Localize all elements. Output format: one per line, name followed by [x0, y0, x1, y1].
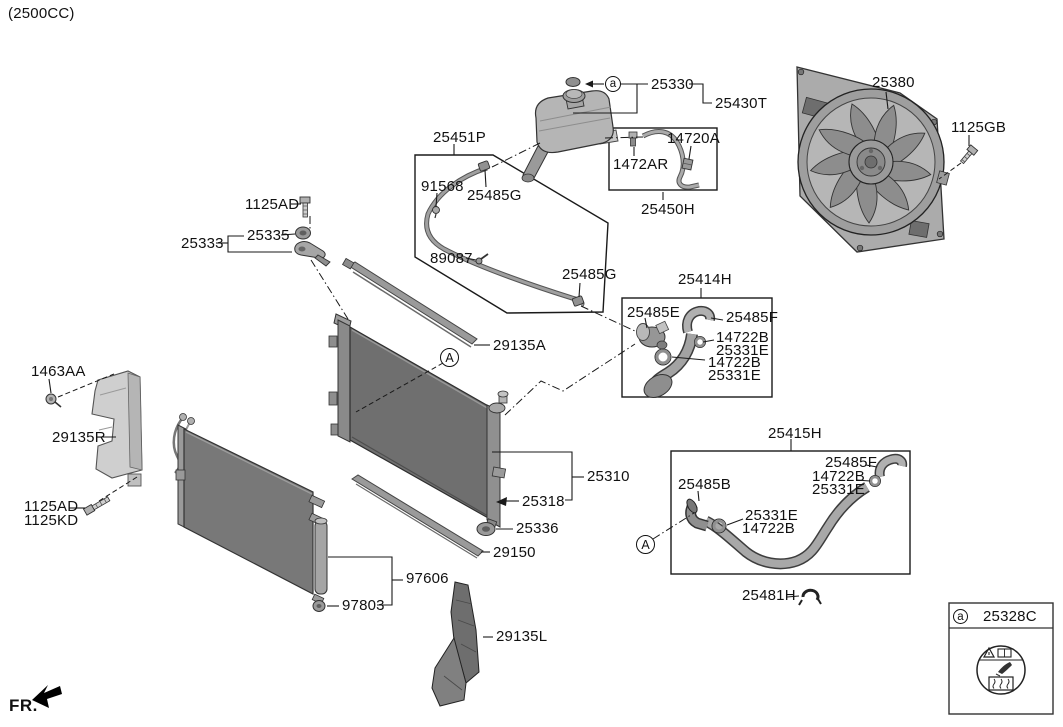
screw-1463aa	[45, 393, 62, 408]
part-label-29135l: 29135L	[496, 628, 548, 645]
leader-arrowheads	[496, 80, 593, 506]
seal-strip-29135a	[341, 257, 478, 348]
part-label-25485f-a: 25485F	[726, 309, 779, 326]
part-label-25450h: 25450H	[641, 201, 695, 218]
callout-A-hose: A	[636, 535, 655, 554]
reference-lines	[57, 136, 962, 540]
part-label-29150: 29150	[493, 544, 536, 561]
callout-a-legend: a	[953, 609, 968, 624]
leader-lines	[48, 83, 970, 638]
part-label-14722b-b2: 14722B	[742, 520, 795, 537]
detail-boxes	[414, 127, 911, 575]
clamp-14720a	[681, 157, 694, 171]
part-label-25336: 25336	[516, 520, 559, 537]
grommet-97803	[312, 600, 326, 612]
front-marker-label: FR.	[9, 696, 38, 715]
part-label-1125ad-left: 1125AD	[24, 498, 79, 515]
part-label-25485g-a: 25485G	[467, 187, 522, 204]
part-label-25415h: 25415H	[768, 425, 822, 442]
bolt-1125ad-left	[82, 496, 111, 516]
part-label-89087: 89087	[430, 250, 473, 267]
legend-box	[948, 602, 1054, 715]
part-label-25485b: 25485B	[678, 476, 731, 493]
fitting-1472ar	[628, 131, 638, 147]
part-label-97606: 97606	[406, 570, 449, 587]
air-guard-29135r	[91, 370, 143, 487]
part-label-91568: 91568	[421, 178, 464, 195]
bolt-1125ad-top	[299, 196, 311, 218]
box-25450h	[608, 127, 718, 191]
bolt-1125gb	[959, 144, 979, 165]
grommet-25335	[295, 226, 311, 240]
fan-assembly-25380	[796, 66, 950, 253]
front-direction-arrow	[32, 685, 62, 708]
box-25451p	[414, 154, 609, 314]
reservoir-tank-25430t	[521, 77, 619, 183]
engine-variant-title: (2500CC)	[8, 5, 75, 22]
part-label-1463aa: 1463AA	[31, 363, 86, 380]
callout-a-top: a	[605, 76, 621, 92]
box-25415h	[670, 450, 911, 575]
clip-25481h	[798, 588, 822, 606]
part-label-25481h: 25481H	[742, 587, 796, 604]
part-label-25485e: 25485E	[627, 304, 680, 321]
part-label-25333: 25333	[181, 235, 224, 252]
part-label-25414h: 25414H	[678, 271, 732, 288]
part-label-97803: 97803	[342, 597, 385, 614]
part-label-1125gb: 1125GB	[951, 119, 1007, 136]
part-label-14722b-a1: 14722B	[716, 329, 769, 346]
part-label-29135r: 29135R	[52, 429, 106, 446]
part-label-1125ad-top: 1125AD	[245, 196, 300, 213]
part-label-1472ar: 1472AR	[613, 156, 669, 173]
seal-strip-29150	[351, 474, 484, 559]
part-label-14720a: 14720A	[667, 130, 720, 147]
part-label-25310: 25310	[587, 468, 630, 485]
part-label-25485f-b: 25485F	[825, 454, 878, 471]
part-label-25331e-a1: 25331E	[716, 342, 769, 359]
bracket-25333	[294, 241, 331, 267]
part-label-25430t: 25430T	[715, 95, 768, 112]
part-label-14722b-a2: 14722B	[708, 354, 761, 371]
part-label-25335: 25335	[247, 227, 290, 244]
air-guard-29135l	[431, 581, 480, 707]
screw-89087	[475, 253, 489, 265]
part-label-25331e-a2: 25331E	[708, 367, 761, 384]
part-label-29135a: 29135A	[493, 337, 546, 354]
part-label-25331e-b2: 25331E	[745, 507, 798, 524]
callout-A-radiator: A	[440, 348, 459, 367]
radiator-25310	[328, 313, 509, 529]
hose-assembly-25415h	[685, 453, 908, 570]
part-label-25331e-b1: 25331E	[812, 481, 865, 498]
part-label-25451p: 25451P	[433, 129, 486, 146]
part-label-25330: 25330	[651, 76, 694, 93]
part-label-1125kd: 1125KD	[24, 512, 79, 529]
condenser	[172, 413, 328, 605]
hose-assembly-25414h	[636, 305, 716, 398]
grommet-25336	[476, 522, 496, 536]
part-label-25318: 25318	[522, 493, 565, 510]
legend-part-code: 25328C	[983, 608, 1037, 625]
part-label-25380: 25380	[872, 74, 915, 91]
clip-25485g-b	[571, 295, 585, 307]
part-label-25485g-b: 25485G	[562, 266, 617, 283]
cap-detail-25330	[565, 77, 581, 87]
clip-25485g-a	[477, 160, 491, 172]
part-label-14722b-b1: 14722B	[812, 468, 865, 485]
